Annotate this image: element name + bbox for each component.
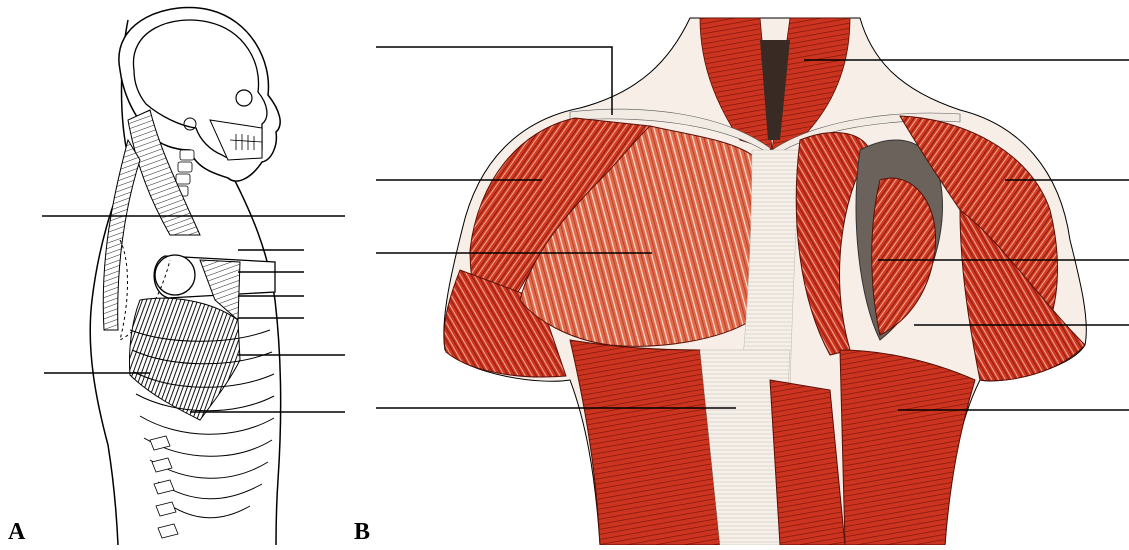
back-muscle-band [103, 140, 140, 330]
serratus-right [840, 350, 975, 545]
humeral-head [155, 255, 195, 295]
panel-a-label: A [8, 520, 25, 544]
leader-b-left-1 [376, 47, 612, 115]
panel-b-illustration [444, 18, 1087, 545]
panel-b-label: B [354, 520, 370, 544]
serratus-left [570, 340, 720, 545]
panel-a-illustration [90, 8, 280, 546]
serratus-anterior [129, 298, 240, 420]
